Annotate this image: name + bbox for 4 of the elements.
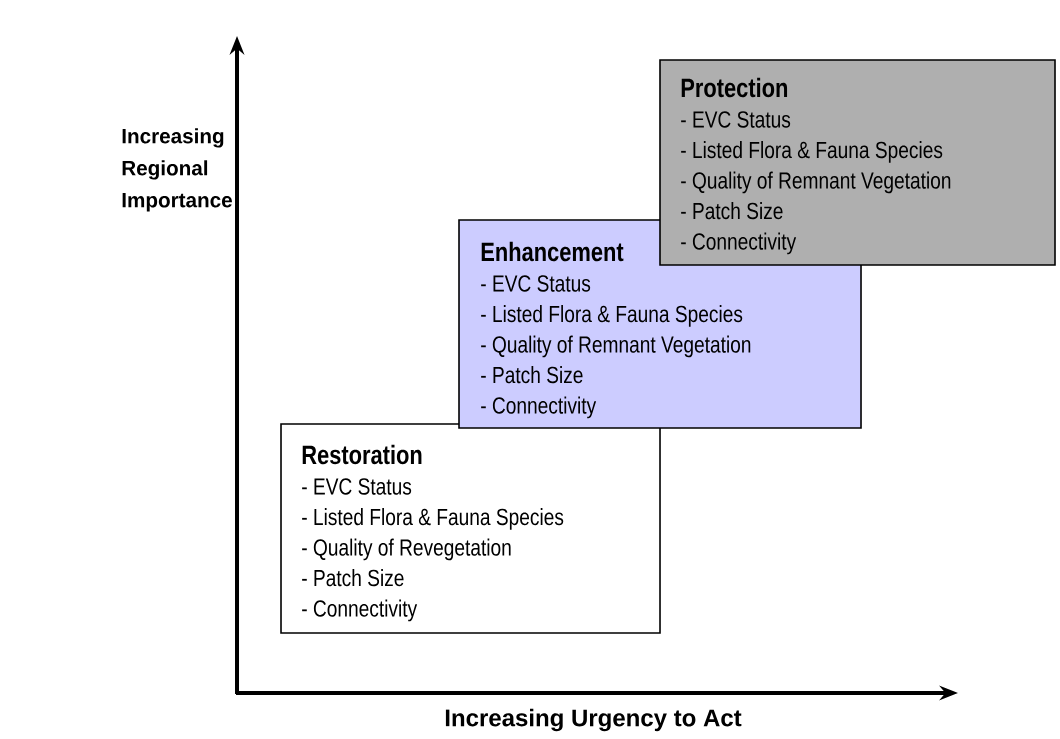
axis-label: Increasing Urgency to Act [445, 708, 742, 732]
axis-label: Increasing Regional Importance [122, 128, 232, 212]
criteria-box: Protection - EVC Status - Listed Flora & Fauna Species - Quality of Remnant Vegetation - Patch Size - Connectivity [659, 59, 1056, 266]
criteria-box: Restoration - EVC Status - Listed Flora & Fauna Species - Quality of Revegetation - Patch Size - Connectivity [280, 423, 661, 634]
